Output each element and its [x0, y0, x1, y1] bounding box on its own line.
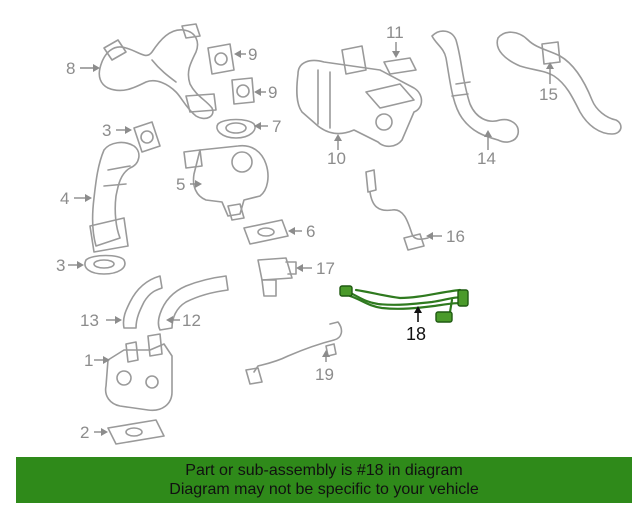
- part-11-gasket[interactable]: [383, 57, 417, 75]
- part-17-sensor[interactable]: [257, 257, 297, 297]
- callout-14: 14: [477, 149, 496, 168]
- part-14-tube[interactable]: [431, 30, 520, 143]
- part-1-valve-assembly[interactable]: [104, 333, 173, 412]
- callout-7: 7: [272, 117, 281, 136]
- part-3-gasket-upper[interactable]: [133, 121, 161, 153]
- callout-5: 5: [176, 175, 185, 194]
- part-2-gasket[interactable]: [107, 419, 165, 445]
- callout-1: 1: [84, 351, 93, 370]
- callout-16: 16: [446, 227, 465, 246]
- part-10-egr-cooler[interactable]: [296, 45, 423, 148]
- callout-6: 6: [306, 222, 315, 241]
- callout-9-upper: 9: [248, 45, 257, 64]
- callout-18: 18: [406, 324, 426, 344]
- callout-9-lower: 9: [268, 83, 277, 102]
- part-7-gasket[interactable]: [216, 118, 256, 139]
- callout-19: 19: [315, 365, 334, 384]
- part-18-wiring-harness[interactable]: [339, 285, 469, 323]
- callout-2: 2: [80, 423, 89, 442]
- callout-13: 13: [80, 311, 99, 330]
- banner-line-1: Part or sub-assembly is #18 in diagram: [185, 462, 463, 479]
- part-6-gasket[interactable]: [243, 219, 289, 245]
- callout-8: 8: [66, 59, 75, 78]
- callout-11: 11: [386, 23, 404, 42]
- part-3-gasket-lower[interactable]: [84, 254, 126, 275]
- part-9-gasket-lower[interactable]: [231, 77, 255, 105]
- callout-3-lower: 3: [56, 256, 65, 275]
- callout-10: 10: [327, 149, 346, 168]
- fitment-banner: Part or sub-assembly is #18 in diagram D…: [16, 457, 632, 503]
- callout-4: 4: [60, 189, 69, 208]
- part-13-hose[interactable]: [122, 275, 163, 329]
- callout-3-upper: 3: [102, 121, 111, 140]
- parts-diagram: 8 9 9 7 3 4 5: [56, 23, 622, 445]
- callout-15: 15: [539, 85, 558, 104]
- part-16-sensor[interactable]: [365, 169, 429, 251]
- part-8-egr-pipe[interactable]: [98, 23, 217, 120]
- part-15-tube[interactable]: [496, 31, 622, 135]
- callout-12: 12: [182, 311, 201, 330]
- part-5-valve[interactable]: [183, 144, 269, 221]
- part-12-hose[interactable]: [157, 275, 229, 331]
- banner-line-2: Diagram may not be specific to your vehi…: [169, 481, 479, 498]
- part-9-gasket-upper[interactable]: [207, 43, 235, 75]
- part-4-pipe[interactable]: [89, 141, 140, 253]
- callout-17: 17: [316, 259, 335, 278]
